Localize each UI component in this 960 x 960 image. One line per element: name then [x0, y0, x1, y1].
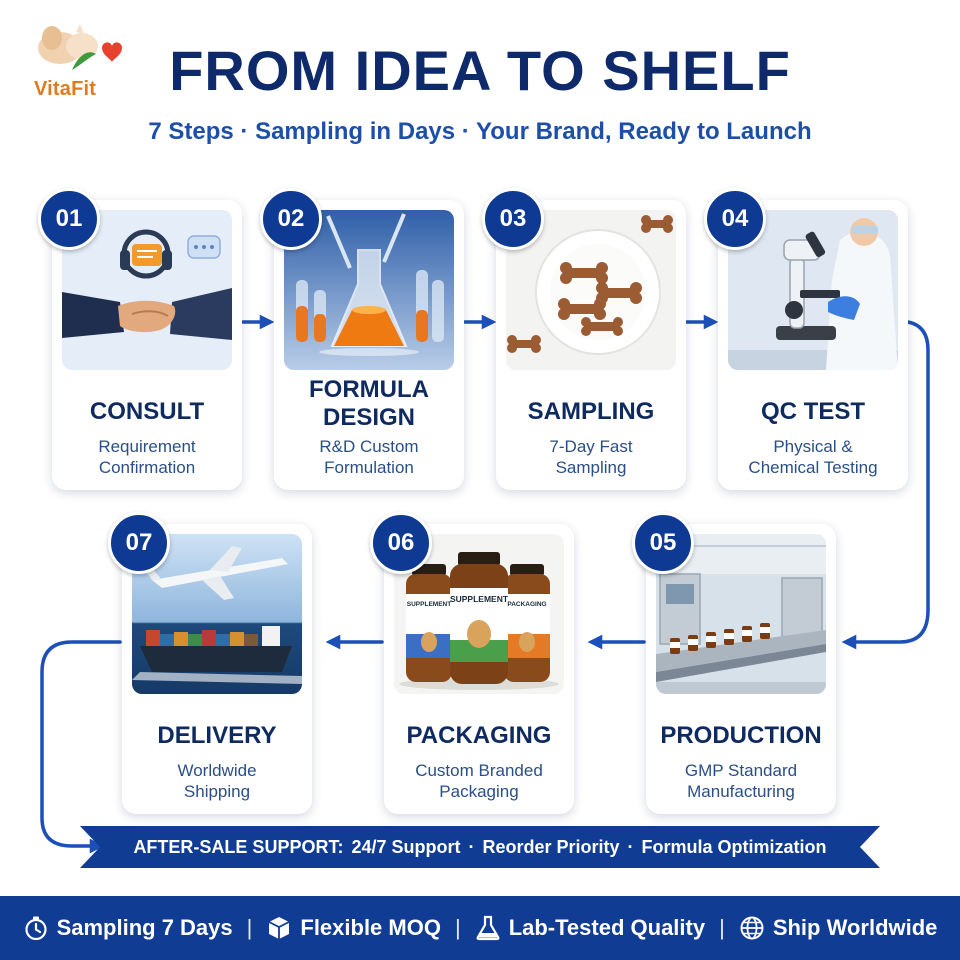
bottle-label-left: SUPPLEMENT: [407, 601, 451, 608]
step-title: PACKAGING: [406, 722, 552, 749]
after-sale-item: Formula Optimization: [641, 836, 827, 857]
brand-logo: VitaFit: [28, 18, 128, 102]
step-description: Worldwide Shipping: [177, 761, 257, 801]
page-title: FROM IDEA TO SHELF: [169, 39, 791, 102]
feature-moq: Flexible MOQ: [266, 915, 441, 941]
handshake-icon: [62, 210, 232, 370]
step-card-formula-design: 02 FORMULA DESIGN R&D: [260, 188, 464, 490]
step-title: DELIVERY: [157, 722, 277, 749]
step-title: FORMULA DESIGN: [309, 376, 429, 431]
step-description: R&D Custom Formulation: [319, 437, 419, 477]
step-description: GMP Standard Manufacturing: [684, 761, 798, 801]
step-number-badge: 02: [260, 188, 322, 250]
flask-icon: [476, 915, 500, 941]
page-subtitle: 7 Steps · Sampling in Days · Your Brand,…: [148, 118, 812, 145]
step-title: CONSULT: [89, 398, 205, 425]
globe-icon: [740, 916, 764, 940]
dog-cat-heart-logo-icon: [38, 24, 122, 70]
feature-label: Ship Worldwide: [772, 915, 938, 940]
feature-label: Flexible MOQ: [300, 915, 441, 940]
step-card-sampling: 03 SAMPLING 7-Day Fast Sampling: [482, 188, 686, 490]
step-card-packaging: 06 SUPPLEMENT SUPPLEMENT PACKAGING PACKA…: [370, 512, 574, 814]
packaging-photo: SUPPLEMENT SUPPLEMENT PACKAGING: [394, 534, 564, 694]
step-title: QC TEST: [760, 398, 865, 425]
feature-divider: |: [719, 915, 725, 940]
box-icon: [268, 917, 290, 939]
brand-name: VitaFit: [34, 78, 97, 100]
after-sale-label: AFTER-SALE SUPPORT:: [133, 836, 344, 857]
step-card-production: 05: [632, 512, 836, 814]
step-number-badge: 06: [370, 512, 432, 574]
feature-sampling: Sampling 7 Days: [23, 915, 233, 941]
bottle-label-center: SUPPLEMENT: [450, 594, 509, 604]
after-sale-support-ribbon: AFTER-SALE SUPPORT: 24/7 Support · Reord…: [80, 826, 880, 868]
feature-lab-tested: Lab-Tested Quality: [475, 915, 705, 941]
step-number-badge: 07: [108, 512, 170, 574]
feature-divider: |: [246, 915, 253, 940]
step-description: 7-Day Fast Sampling: [549, 437, 633, 477]
step-title: PRODUCTION: [660, 722, 822, 749]
stopwatch-icon: [24, 916, 47, 941]
sampling-photo: [506, 210, 676, 370]
step-card-consult: 01 CONSULT Requirement Confirmation: [38, 188, 242, 490]
after-sale-item: Reorder Priority: [482, 836, 620, 857]
step-description: Physical & Chemical Testing: [748, 437, 878, 477]
consult-photo: [62, 210, 232, 370]
bottle-label-right: PACKAGING: [507, 601, 546, 608]
feature-bar: Sampling 7 Days | Flexible MOQ | Lab-Tes…: [0, 896, 960, 960]
step-title: SAMPLING: [527, 398, 655, 425]
feature-label: Lab-Tested Quality: [508, 915, 706, 940]
feature-ship-worldwide: Ship Worldwide: [739, 915, 938, 941]
step-description: Requirement Confirmation: [98, 437, 196, 477]
step-number-badge: 05: [632, 512, 694, 574]
step-card-qc-test: 04 QC TEST Physical & Chemical Testing: [704, 188, 908, 490]
step-number-badge: 01: [38, 188, 100, 250]
feature-divider: |: [454, 915, 461, 940]
feature-label: Sampling 7 Days: [56, 915, 233, 940]
step-description: Custom Branded Packaging: [415, 761, 543, 801]
after-sale-item: 24/7 Support: [351, 836, 461, 857]
production-photo: [656, 534, 826, 694]
step-number-badge: 03: [482, 188, 544, 250]
factory-line-icon: [656, 534, 826, 694]
supplement-bottles-icon: SUPPLEMENT SUPPLEMENT PACKAGING: [394, 534, 564, 694]
arrow-07-support: [40, 640, 122, 854]
step-card-delivery: 07 DELIVERY Worldwid: [108, 512, 312, 814]
dog-treats-icon: [506, 210, 676, 370]
step-number-badge: 04: [704, 188, 766, 250]
